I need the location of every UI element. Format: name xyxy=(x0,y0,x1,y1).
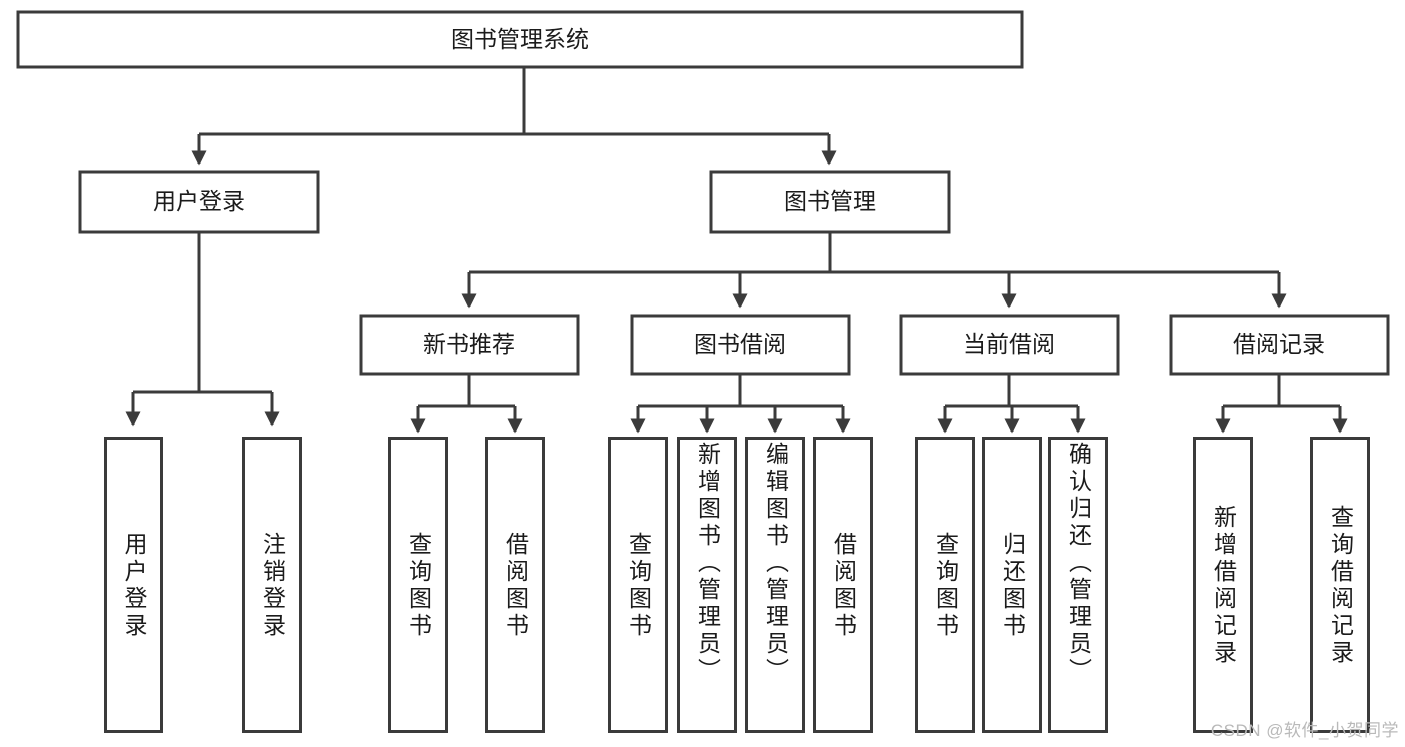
leaf-label: 用户登录 xyxy=(121,532,147,640)
node-book-borrow[interactable]: 图书借阅 xyxy=(630,314,851,376)
connector-root-to-level2 xyxy=(191,67,837,166)
leaf-user-login[interactable]: 用户登录 xyxy=(104,437,163,733)
leaf-label: 借阅图书 xyxy=(830,532,857,640)
leaf-query-book-borrow[interactable]: 查询图书 xyxy=(608,437,668,733)
node-borrow-record[interactable]: 借阅记录 xyxy=(1169,314,1390,376)
watermark-text: CSDN @软件_小贺同学 xyxy=(1210,721,1399,740)
leaf-label: 新增借阅记录 xyxy=(1210,505,1237,667)
book-borrow-label: 图书借阅 xyxy=(694,331,786,357)
user-login-box[interactable] xyxy=(78,170,320,234)
current-borrow-label: 当前借阅 xyxy=(963,331,1055,357)
root-label: 图书管理系统 xyxy=(451,26,589,52)
connector-book-borrow-to-leaves xyxy=(630,374,851,434)
node-book-management[interactable]: 图书管理 xyxy=(709,170,951,234)
book-borrow-box[interactable] xyxy=(630,314,851,376)
leaf-add-borrow-record[interactable]: 新增借阅记录 xyxy=(1193,437,1253,733)
leaf-label: 注销登录 xyxy=(259,532,286,640)
leaf-add-book-admin[interactable]: 新增图书（管理员） xyxy=(677,437,737,733)
leaf-logout[interactable]: 注销登录 xyxy=(242,437,302,733)
connector-current-borrow-to-leaves xyxy=(937,374,1086,434)
leaf-borrow-book-recommend[interactable]: 借阅图书 xyxy=(485,437,545,733)
node-new-book-recommend[interactable]: 新书推荐 xyxy=(359,314,580,376)
leaf-label: 查询图书 xyxy=(405,532,432,640)
borrow-record-label: 借阅记录 xyxy=(1233,331,1325,357)
leaf-label: 新增图书（管理员） xyxy=(694,442,721,685)
leaf-query-book-current[interactable]: 查询图书 xyxy=(915,437,975,733)
leaf-label: 编辑图书（管理员） xyxy=(762,442,789,685)
user-login-label: 用户登录 xyxy=(153,188,245,214)
leaf-label: 查询图书 xyxy=(932,532,959,640)
connector-user-login-to-leaves xyxy=(125,232,280,427)
leaf-label: 确认归还（管理员） xyxy=(1065,442,1092,685)
leaf-label: 归还图书 xyxy=(999,532,1026,640)
node-user-login[interactable]: 用户登录 xyxy=(78,170,320,234)
leaf-return-book[interactable]: 归还图书 xyxy=(982,437,1042,733)
current-borrow-box[interactable] xyxy=(899,314,1120,376)
leaf-query-book-recommend[interactable]: 查询图书 xyxy=(388,437,448,733)
new-book-recommend-label: 新书推荐 xyxy=(423,331,515,357)
node-root[interactable]: 图书管理系统 xyxy=(16,10,1024,69)
connector-borrow-record-to-leaves xyxy=(1215,374,1348,434)
new-book-recommend-box[interactable] xyxy=(359,314,580,376)
leaf-query-borrow-record[interactable]: 查询借阅记录 xyxy=(1310,437,1370,733)
connector-new-book-recommend-to-leaves xyxy=(410,374,523,434)
leaf-borrow-book[interactable]: 借阅图书 xyxy=(813,437,873,733)
leaf-label: 借阅图书 xyxy=(502,532,529,640)
node-current-borrow[interactable]: 当前借阅 xyxy=(899,314,1120,376)
leaf-confirm-return-admin[interactable]: 确认归还（管理员） xyxy=(1048,437,1108,733)
root-box[interactable] xyxy=(16,10,1024,69)
leaf-label: 查询图书 xyxy=(625,532,652,640)
connector-book-management-to-level3 xyxy=(461,232,1287,309)
borrow-record-box[interactable] xyxy=(1169,314,1390,376)
leaf-edit-book-admin[interactable]: 编辑图书（管理员） xyxy=(745,437,805,733)
book-management-label: 图书管理 xyxy=(784,188,876,214)
leaf-label: 查询借阅记录 xyxy=(1327,505,1354,667)
